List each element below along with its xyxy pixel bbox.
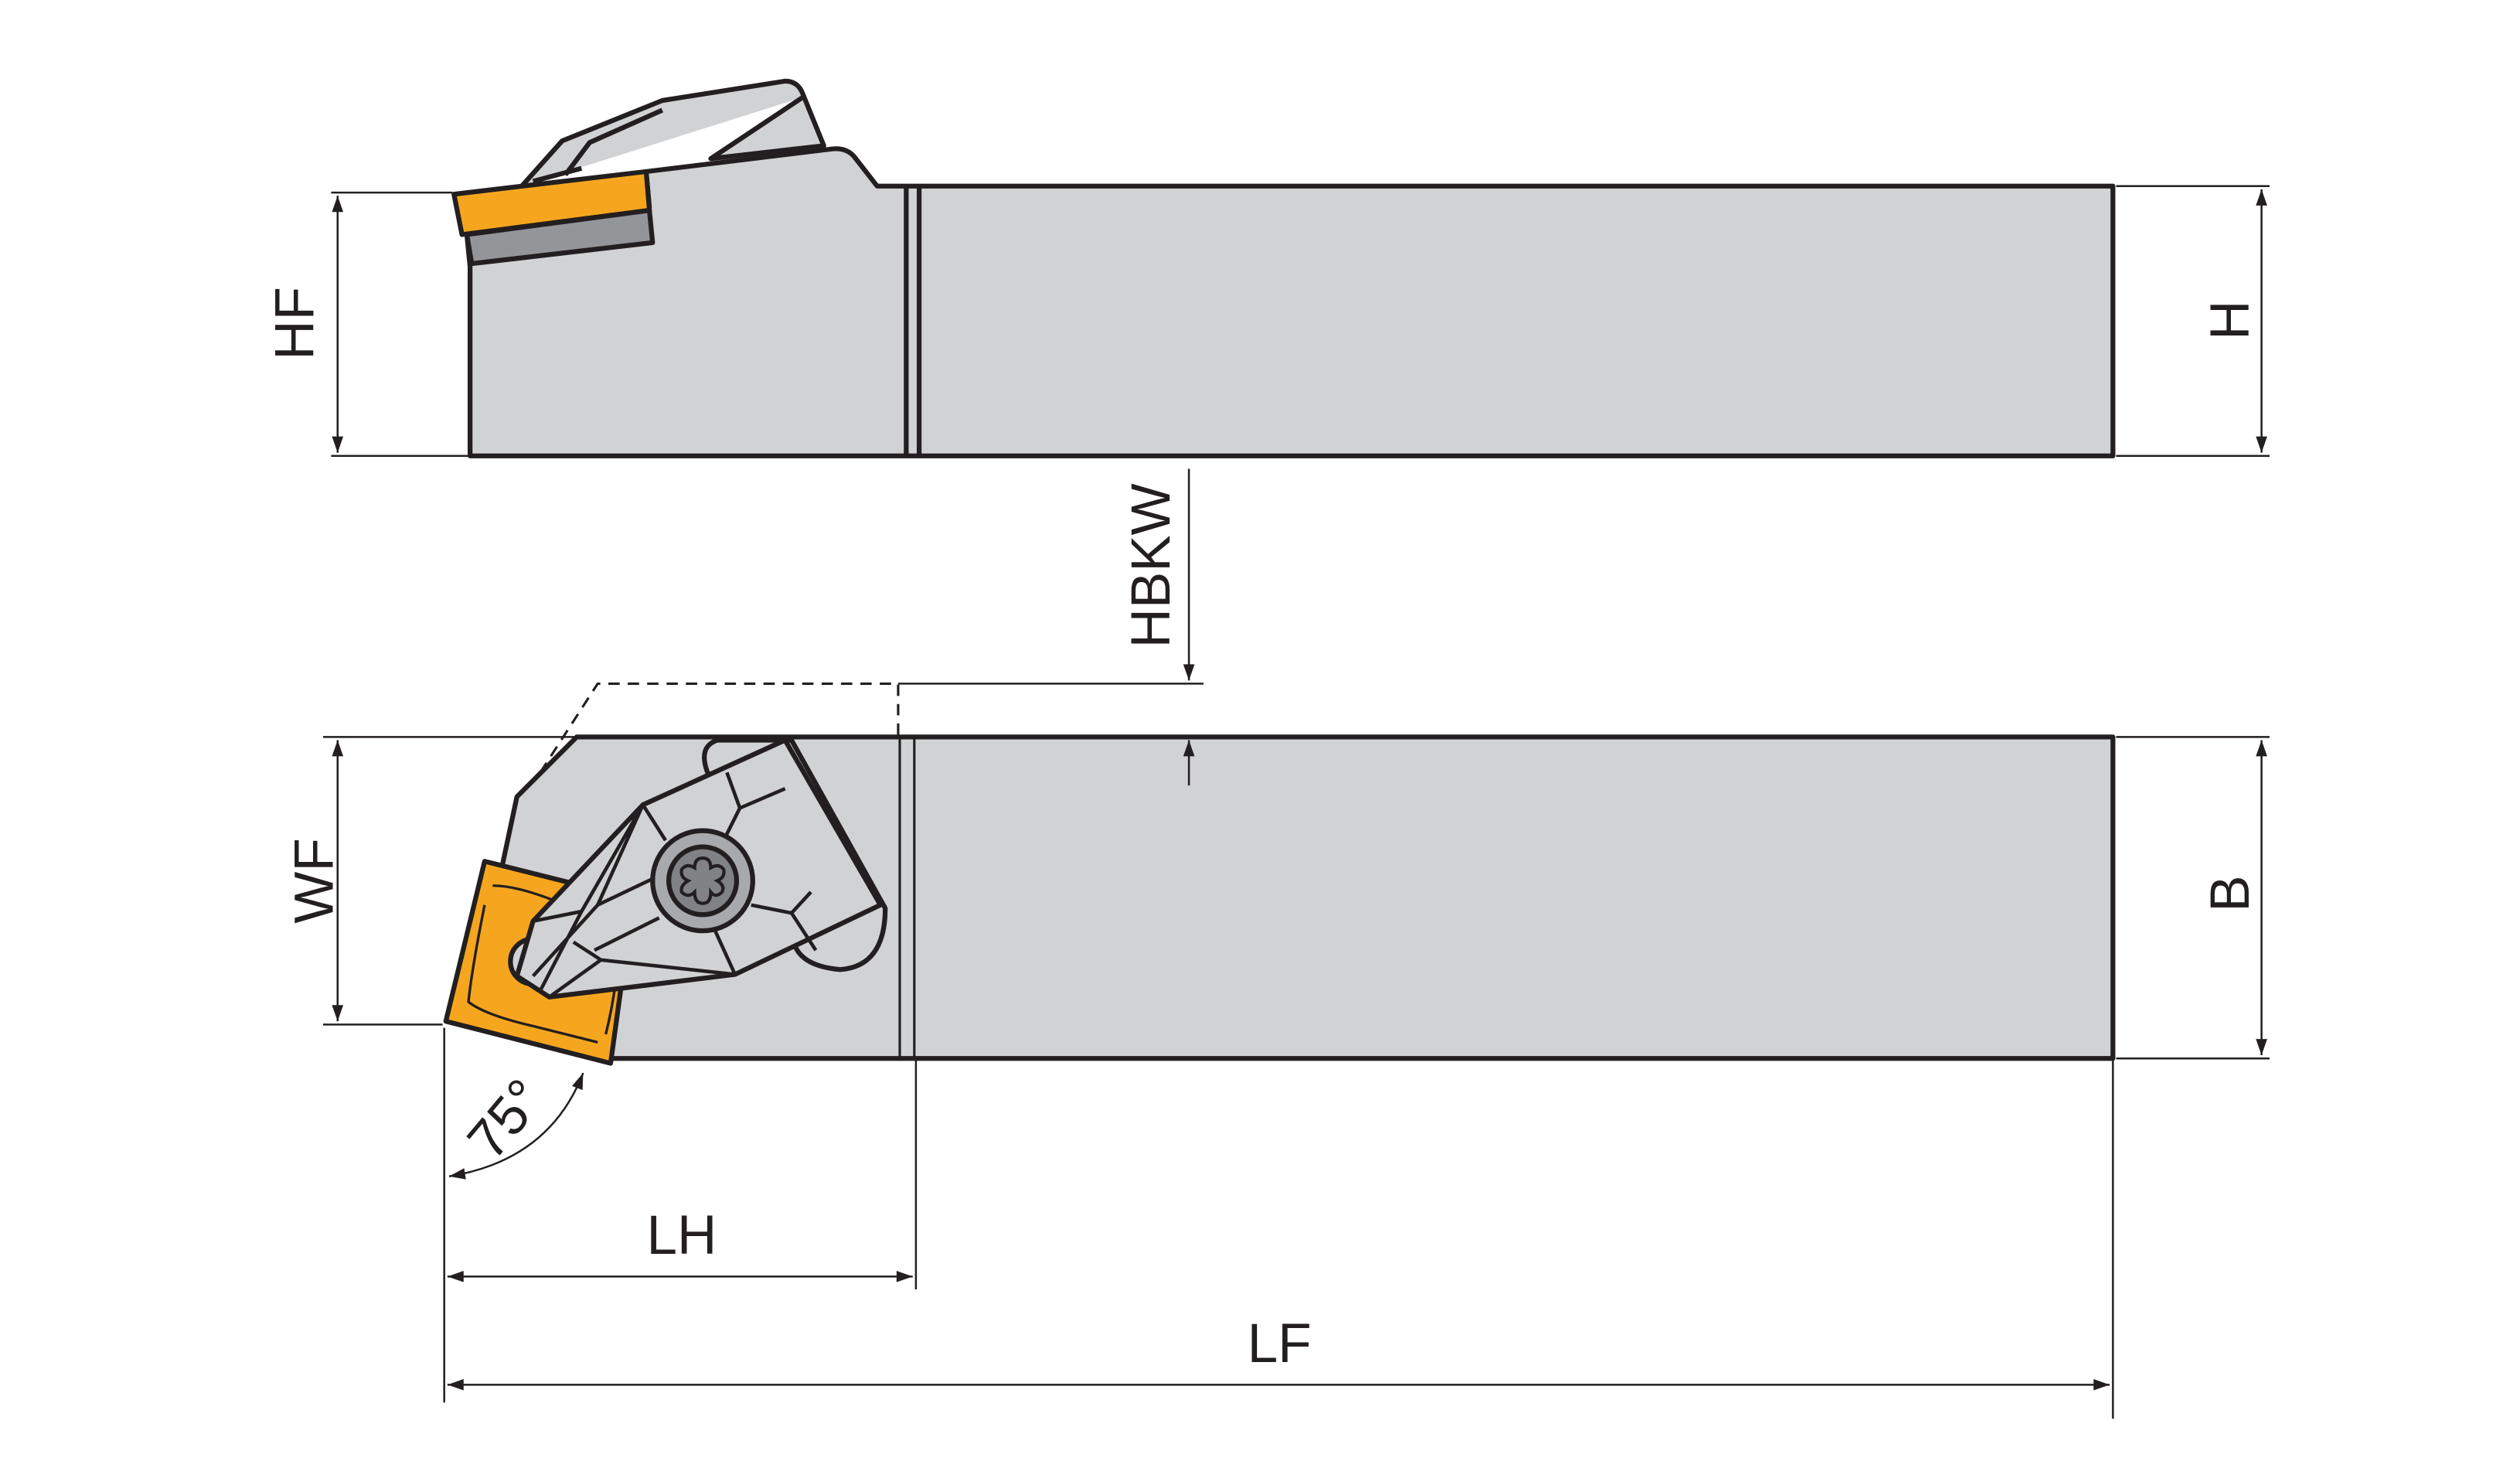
holder-body-side bbox=[464, 146, 2116, 458]
top-view bbox=[443, 682, 2116, 1066]
dim-wf: WF bbox=[284, 838, 345, 923]
torx-icon bbox=[679, 856, 726, 905]
dim-hbkw: HBKW bbox=[1121, 483, 1182, 648]
clamp-side bbox=[519, 78, 826, 188]
dimensions: HF H HBKW WF B 75° LH LF bbox=[264, 185, 2270, 1419]
dim-lh: LH bbox=[646, 1205, 717, 1266]
side-view bbox=[451, 78, 2116, 458]
dim-hf: HF bbox=[264, 287, 325, 360]
shim-side bbox=[464, 207, 656, 267]
dim-b: B bbox=[2200, 875, 2261, 911]
dim-lf: LF bbox=[1248, 1313, 1312, 1374]
dim-angle: 75° bbox=[456, 1068, 557, 1171]
dim-h: H bbox=[2200, 301, 2261, 340]
